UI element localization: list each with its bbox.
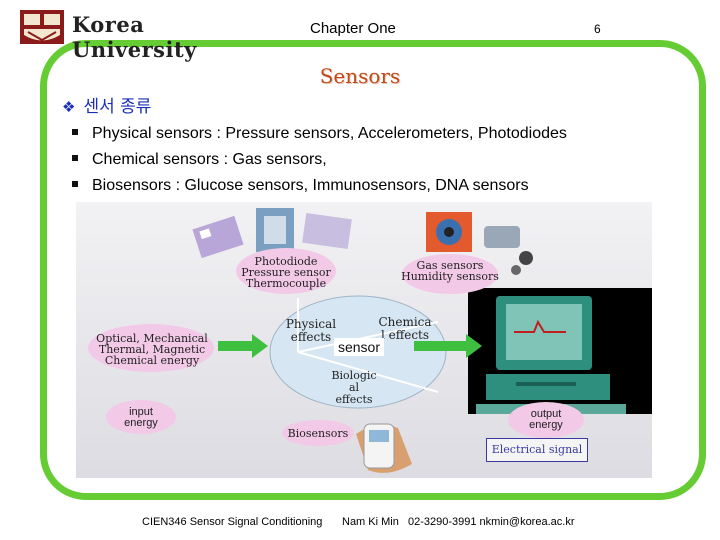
- gas-sensor-image-icon: [426, 212, 533, 275]
- slide-frame: [40, 40, 706, 500]
- square-bullet-icon: [72, 180, 78, 187]
- input-energy-cloud: [106, 400, 176, 434]
- section-heading: ❖ 센서 종류: [62, 92, 151, 117]
- photodiode-image-icon: [192, 208, 352, 259]
- electrical-signal-label: Electrical signal: [486, 438, 588, 462]
- arrow-icon: [414, 334, 482, 358]
- gas-cloud: [402, 254, 498, 294]
- glucose-meter-icon: [356, 423, 412, 473]
- photodiode-cloud: [236, 248, 336, 294]
- slide-title: Sensors: [319, 64, 401, 88]
- footer-course: CIEN346 Sensor Signal Conditioning: [142, 516, 323, 528]
- list-item: Chemical sensors : Gas sensors,: [72, 150, 567, 176]
- biosensors-label: Biosensors: [287, 427, 349, 440]
- diamond-bullet-icon: ❖: [62, 98, 76, 116]
- square-bullet-icon: [72, 154, 78, 161]
- logo-text: Korea University: [72, 12, 197, 62]
- sensor-label: sensor: [334, 338, 384, 356]
- square-bullet-icon: [72, 128, 78, 135]
- footer-contact: 02-3290-3991 nkmin@korea.ac.kr: [408, 516, 575, 528]
- footer-author: Nam Ki Min: [342, 516, 399, 528]
- header-band: [0, 0, 720, 40]
- crest-icon: [20, 10, 64, 44]
- section-heading-text: 센서 종류: [83, 97, 152, 117]
- list-item: Physical sensors : Pressure sensors, Acc…: [72, 124, 567, 150]
- arrow-icon: [218, 334, 268, 358]
- chapter-label: Chapter One: [310, 20, 396, 37]
- university-logo: Korea University: [18, 8, 228, 62]
- input-cloud: [88, 324, 214, 372]
- page-number: 6: [594, 22, 601, 36]
- output-energy-cloud: [508, 402, 584, 438]
- list-item: Biosensors : Glucose sensors, Immunosens…: [72, 176, 567, 202]
- sensor-type-list: Physical sensors : Pressure sensors, Acc…: [72, 124, 567, 202]
- biosensors-cloud: [282, 420, 354, 446]
